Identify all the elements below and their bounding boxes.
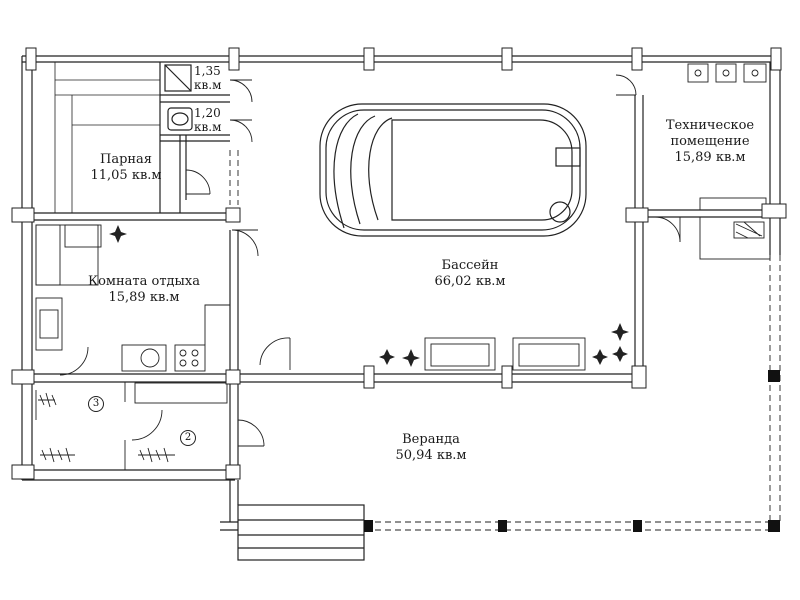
dashed-openings [229, 150, 781, 531]
wc1-area-label: 1,35 кв.м [194, 64, 221, 92]
pool-label: Бассейн 66,02 кв.м [410, 258, 530, 290]
pool-bottom-wall [238, 373, 645, 383]
wc-walls [160, 64, 230, 142]
veranda-name: Веранда [402, 432, 460, 447]
wc2-area-value: 1,20 [194, 106, 221, 120]
veranda-steps [220, 480, 365, 561]
parnaya-label: Парная 11,05 кв.м [76, 152, 176, 184]
wc1-area-value: 1,35 [194, 64, 221, 78]
rest-room-furniture [35, 224, 230, 404]
parnaya-walls [54, 62, 187, 213]
pool [319, 103, 587, 237]
room-marker-2: 2 [180, 430, 196, 446]
partition-horizontal-1 [32, 212, 230, 221]
veranda-area: 50,94 кв.м [395, 448, 467, 463]
pool-name: Бассейн [441, 258, 499, 273]
wc1-area-unit: кв.м [194, 78, 222, 92]
plants [109, 225, 629, 367]
pool-left-wall [229, 230, 239, 470]
rest-room-area: 15,89 кв.м [108, 290, 180, 305]
rest-room-name: Комната отдыха [88, 274, 200, 289]
veranda-label: Веранда 50,94 кв.м [376, 432, 486, 464]
partition-horizontal-2 [32, 373, 230, 383]
tech-left-wall [634, 95, 644, 382]
pool-area: 66,02 кв.м [434, 274, 506, 289]
tech-room-area: 15,89 кв.м [674, 150, 746, 165]
tech-room-name-1: Техническое [665, 118, 755, 133]
rest-room-label: Комната отдыха 15,89 кв.м [64, 274, 224, 306]
lower-room-details [35, 382, 175, 470]
veranda-posts [364, 370, 780, 532]
pool-sofas [424, 337, 586, 371]
tech-room-name-2: помещение [670, 134, 750, 149]
tech-right-wall [769, 56, 781, 255]
doors [59, 74, 681, 447]
tech-bottom-wall [643, 209, 770, 218]
tech-room-label: Техническое помещение 15,89 кв.м [650, 118, 770, 166]
bottom-left-wall [22, 469, 235, 481]
parnaya-area: 11,05 кв.м [90, 168, 162, 183]
wc2-area-label: 1,20 кв.м [194, 106, 221, 134]
log-posts [11, 47, 787, 480]
outer-top-wall [22, 55, 780, 63]
outer-left-wall [21, 56, 33, 480]
parnaya-name: Парная [99, 152, 153, 167]
wc2-area-unit: кв.м [194, 120, 222, 134]
room-marker-3: 3 [88, 396, 104, 412]
